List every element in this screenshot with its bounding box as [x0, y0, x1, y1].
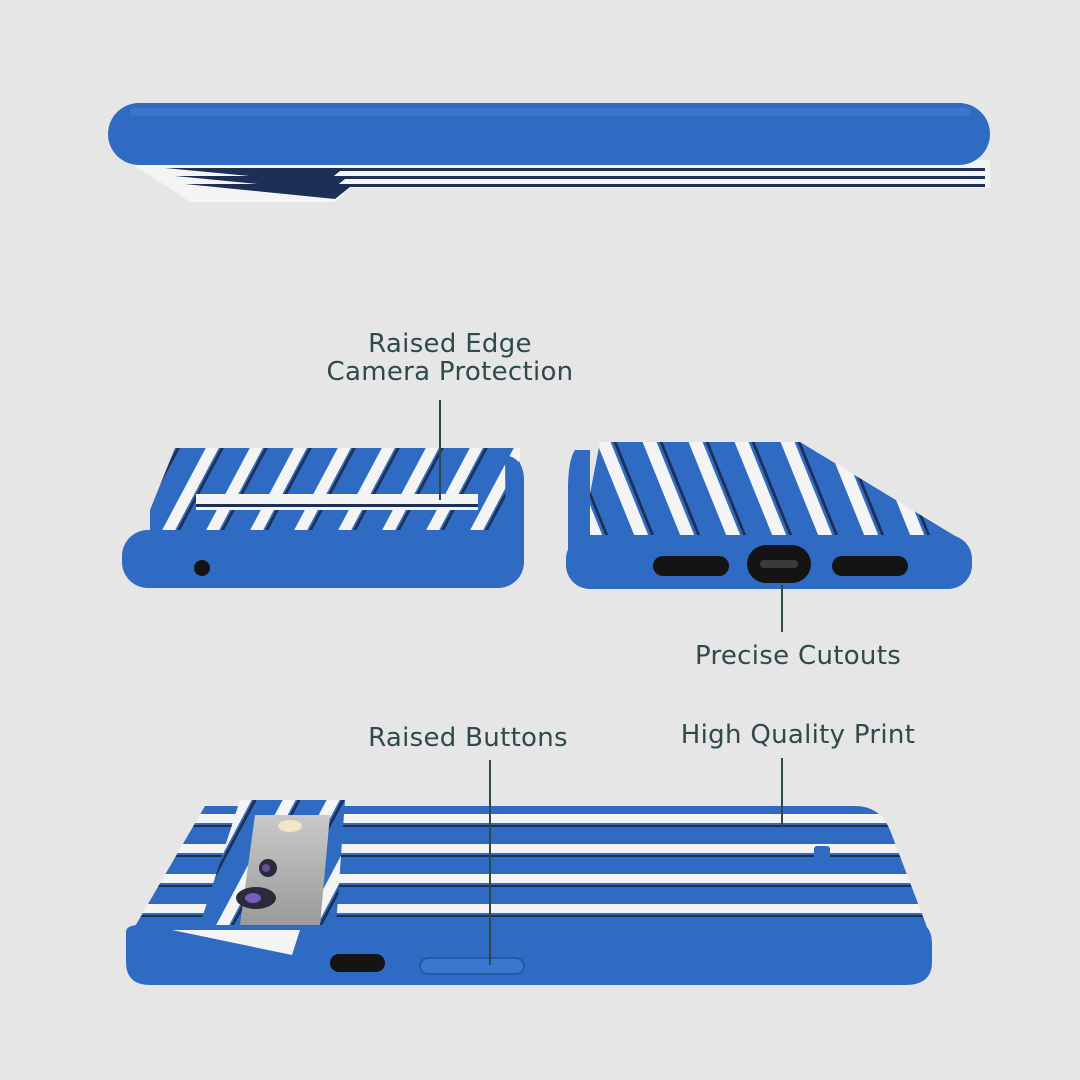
callout-high-quality-print: High Quality Print	[680, 720, 916, 750]
leader-line-camera	[439, 400, 441, 500]
callout-camera-line2: Camera Protection	[326, 357, 574, 387]
logo-mark	[814, 846, 830, 868]
callout-camera-line1: Raised Edge	[368, 329, 532, 359]
leader-line-print	[781, 758, 783, 826]
leader-line-buttons	[489, 760, 491, 965]
leader-line-cutouts	[781, 585, 783, 632]
speaker-cutout-right	[832, 556, 908, 576]
speaker-cutout-left	[653, 556, 729, 576]
callout-precise-cutouts: Precise Cutouts	[694, 641, 902, 671]
flash-icon	[278, 820, 302, 832]
headphone-hole-icon	[194, 560, 210, 576]
side-cutout	[330, 954, 385, 972]
callout-camera-protection: Raised Edge Camera Protection	[300, 330, 600, 386]
case-back-view	[126, 800, 932, 985]
case-bottom-edge-view	[566, 442, 972, 589]
raised-button	[419, 957, 525, 975]
case-side-view	[108, 103, 990, 202]
case-top-edge-view	[122, 448, 524, 588]
callout-raised-buttons: Raised Buttons	[368, 723, 568, 753]
